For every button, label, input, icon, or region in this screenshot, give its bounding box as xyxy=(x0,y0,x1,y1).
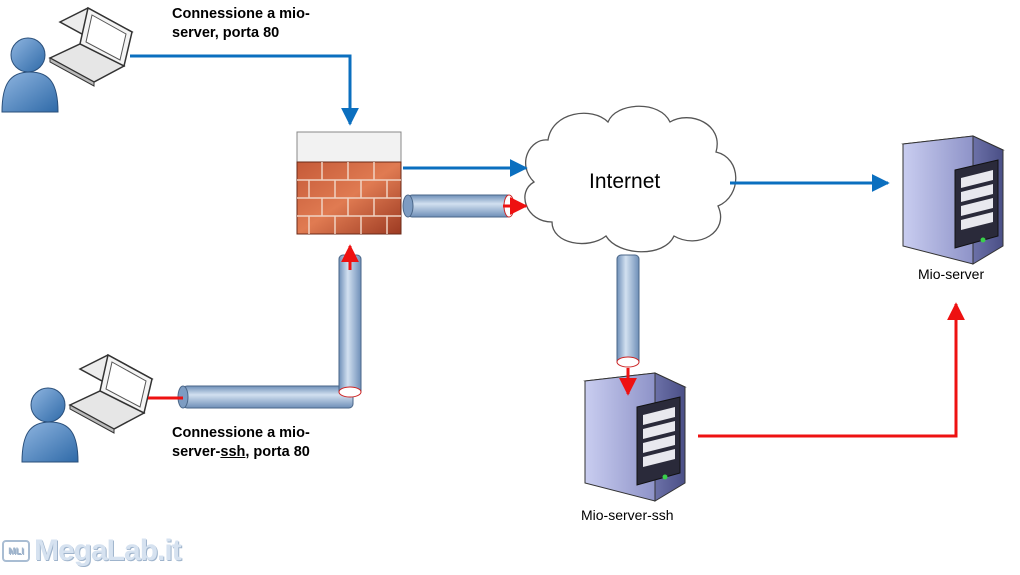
ssh-underlined: ssh xyxy=(220,444,246,460)
laptop-icon xyxy=(48,6,134,87)
http-connection-line2: server, porta 80 xyxy=(172,25,280,41)
arrow-ssh-server-to-server xyxy=(698,302,965,438)
http-connection-line1: Connessione a mio- xyxy=(172,6,310,22)
person-icon xyxy=(21,387,79,463)
blue-arrows xyxy=(130,54,890,192)
ssh-connection-line2: server-ssh, porta 80 xyxy=(172,443,352,462)
firewall-icon xyxy=(296,131,402,235)
red-arrows xyxy=(148,197,965,438)
ssh-suffix: , porta 80 xyxy=(245,444,310,460)
watermark-badge-icon: MLI xyxy=(2,540,30,562)
megalab-watermark: MLI MegaLab.it xyxy=(2,530,182,572)
arrow-laptop-to-firewall xyxy=(130,54,359,126)
ssh-connection-line1: Connessione a mio- xyxy=(172,425,310,441)
cloud-icon xyxy=(524,105,737,253)
ssh-tunnel-icon xyxy=(177,194,640,409)
http-connection-label: Connessione a mio- server, porta 80 xyxy=(172,5,352,43)
watermark-text: MegaLab.it xyxy=(34,534,182,567)
mio-server-label: Mio-server xyxy=(918,266,985,282)
ssh-connection-label: Connessione a mio- server-ssh, porta 80 xyxy=(172,424,352,462)
person-icon xyxy=(1,37,59,113)
laptop-icon xyxy=(68,353,154,434)
mio-server-ssh-label: Mio-server-ssh xyxy=(581,507,674,523)
laptop-user-icon xyxy=(1,6,134,113)
internet-label: Internet xyxy=(589,170,661,193)
server-icon xyxy=(583,372,687,502)
server-icon xyxy=(901,135,1005,265)
laptop-user-icon xyxy=(21,353,154,463)
ssh-prefix: server- xyxy=(172,444,221,460)
